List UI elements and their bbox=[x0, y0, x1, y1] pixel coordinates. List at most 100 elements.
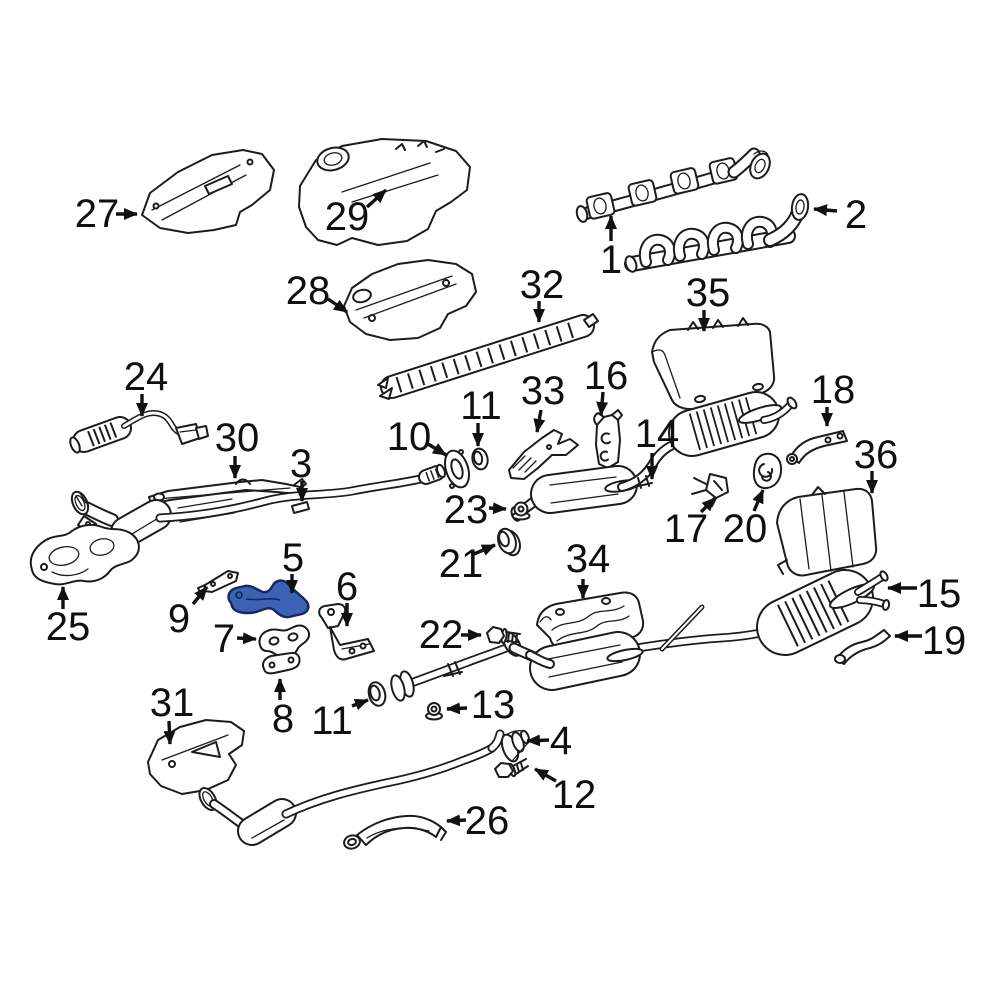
callout-31-heat-shield: 31 bbox=[150, 681, 195, 745]
part-number-label: 18 bbox=[811, 368, 856, 412]
heat-shield-36 bbox=[776, 486, 878, 577]
part-number-label: 1 bbox=[600, 238, 622, 282]
center-muffler-14 bbox=[510, 391, 798, 522]
part-number-label: 10 bbox=[387, 415, 432, 459]
leader-arrow bbox=[351, 698, 369, 711]
part-number-label: 32 bbox=[520, 263, 565, 307]
leader-arrow bbox=[596, 391, 609, 416]
callout-6-bracket: 6 bbox=[336, 565, 358, 627]
leader-arrow bbox=[327, 297, 348, 314]
part-number-label: 4 bbox=[550, 719, 572, 763]
callout-5-support-bracket-highlighted: 5 bbox=[282, 536, 304, 594]
part-number-label: 15 bbox=[917, 572, 962, 616]
part-number-label: 5 bbox=[282, 536, 304, 580]
callout-11-seal-ring: 11 bbox=[311, 698, 369, 743]
callout-19-hanger-bracket: 19 bbox=[894, 619, 967, 663]
leader-arrow bbox=[191, 585, 209, 606]
hanger-bracket-19 bbox=[834, 629, 891, 665]
part-number-label: 9 bbox=[168, 597, 190, 641]
part-number-label: 26 bbox=[465, 799, 510, 843]
bracket-8 bbox=[261, 651, 301, 675]
callout-36-heat-shield: 36 bbox=[854, 433, 898, 494]
part-number-label: 35 bbox=[686, 271, 731, 315]
callout-27-heat-shield: 27 bbox=[75, 192, 138, 236]
heat-shield-32 bbox=[377, 313, 599, 400]
bolt-22 bbox=[486, 626, 521, 644]
leader-arrow bbox=[163, 720, 176, 745]
bracket-7 bbox=[258, 624, 311, 659]
nut-23 bbox=[511, 501, 531, 521]
callout-29-heat-shield: 29 bbox=[325, 188, 388, 239]
leader-arrow bbox=[473, 543, 496, 556]
part-number-label: 24 bbox=[124, 355, 169, 399]
callout-2-exhaust-manifold: 2 bbox=[813, 193, 867, 237]
flare-ring-21 bbox=[497, 527, 521, 557]
bolt-12 bbox=[494, 758, 529, 778]
callout-33-heat-shield: 33 bbox=[521, 369, 566, 433]
part-number-label: 21 bbox=[439, 542, 484, 586]
callout-28-heat-shield: 28 bbox=[286, 269, 348, 314]
callout-7-bracket: 7 bbox=[213, 617, 257, 661]
part-number-label: 33 bbox=[521, 369, 566, 413]
callout-22-bolt: 22 bbox=[419, 613, 482, 657]
callout-14-center-muffler: 14 bbox=[635, 412, 679, 480]
support-bracket-26 bbox=[343, 814, 447, 850]
part-number-label: 3 bbox=[290, 442, 312, 486]
heat-shield-33 bbox=[508, 429, 579, 480]
leader-arrow bbox=[534, 767, 557, 783]
callout-35-heat-shield: 35 bbox=[686, 271, 731, 332]
flange-gasket-10 bbox=[444, 449, 470, 489]
part-number-label: 12 bbox=[552, 773, 597, 817]
exhaust-manifold-2 bbox=[624, 193, 810, 273]
callout-3-front-pipe-with-converter: 3 bbox=[290, 442, 312, 502]
part-number-label: 13 bbox=[471, 683, 516, 727]
part-number-label: 6 bbox=[336, 565, 358, 609]
hanger-bracket-18 bbox=[786, 430, 848, 465]
callout-21-flare-ring: 21 bbox=[439, 542, 496, 586]
oxygen-sensor-24 bbox=[69, 410, 209, 454]
callout-12-bolt: 12 bbox=[534, 767, 597, 817]
leader-arrow bbox=[488, 502, 507, 515]
lower-front-pipe bbox=[198, 729, 505, 846]
bracket-5-highlighted bbox=[227, 579, 310, 619]
part-number-label: 31 bbox=[150, 681, 195, 725]
front-pipe-3 bbox=[70, 463, 446, 548]
leader-arrow bbox=[526, 734, 550, 747]
part-number-label: 19 bbox=[922, 619, 967, 663]
leader-arrow bbox=[236, 632, 257, 645]
part-number-label: 25 bbox=[46, 605, 91, 649]
callout-4-pipe-connector-flange: 4 bbox=[526, 719, 572, 763]
callout-1-exhaust-manifold: 1 bbox=[600, 215, 622, 282]
line-art-layer bbox=[29, 138, 891, 850]
callout-15-rear-muffler: 15 bbox=[887, 572, 962, 616]
callout-32-heat-shield: 32 bbox=[520, 263, 565, 323]
heat-shield-25 bbox=[29, 523, 140, 586]
seal-ring-11a bbox=[471, 447, 489, 471]
callout-24-oxygen-sensor: 24 bbox=[124, 355, 169, 417]
seal-ring-11b bbox=[367, 681, 387, 707]
callout-9-bracket: 9 bbox=[168, 585, 209, 641]
part-number-label: 11 bbox=[460, 384, 502, 428]
callout-34-heat-shield: 34 bbox=[566, 537, 610, 599]
callout-11-seal-ring: 11 bbox=[460, 384, 502, 447]
leader-arrow bbox=[699, 496, 717, 514]
leader-arrow bbox=[752, 489, 765, 512]
leader-arrow bbox=[533, 409, 546, 433]
callout-25-heat-shield: 25 bbox=[46, 586, 91, 649]
callout-16-hanger-bracket: 16 bbox=[584, 354, 629, 416]
part-number-label: 27 bbox=[75, 192, 120, 236]
hanger-17 bbox=[691, 473, 729, 507]
leader-arrow bbox=[427, 442, 447, 457]
part-number-label: 2 bbox=[845, 193, 867, 237]
rear-muffler-15 bbox=[525, 569, 891, 691]
part-number-label: 16 bbox=[584, 354, 629, 398]
part-number-label: 7 bbox=[213, 617, 235, 661]
center-pipe-joint bbox=[390, 631, 540, 702]
part-number-label: 22 bbox=[419, 613, 464, 657]
heat-shield-35 bbox=[651, 317, 776, 411]
part-number-label: 30 bbox=[215, 416, 260, 460]
part-number-label: 20 bbox=[723, 507, 768, 551]
